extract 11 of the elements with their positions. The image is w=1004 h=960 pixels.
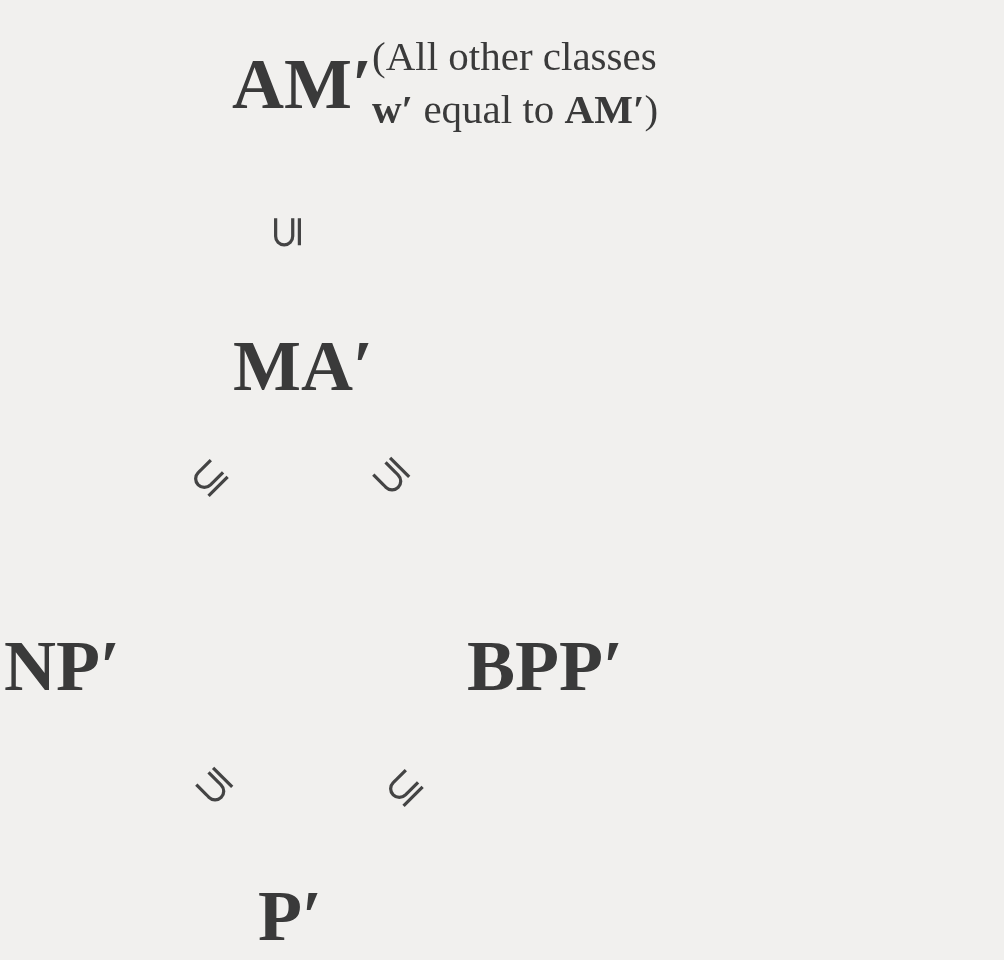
subset-symbol: ⊆ — [179, 448, 238, 506]
class-name: AM′ — [232, 48, 373, 120]
subset-symbol: ⊆ — [184, 758, 243, 816]
class-name: BPP′ — [467, 630, 624, 702]
class-name: MA′ — [233, 330, 374, 402]
note: (All other classes w′ equal to AM′) — [372, 32, 660, 135]
class-name: P′ — [258, 880, 323, 952]
subset-symbol: ⊆ — [374, 758, 433, 816]
subset-symbol: ⊆ — [264, 213, 309, 251]
subset-symbol: ⊆ — [361, 448, 420, 506]
class-name: NP′ — [4, 630, 121, 702]
